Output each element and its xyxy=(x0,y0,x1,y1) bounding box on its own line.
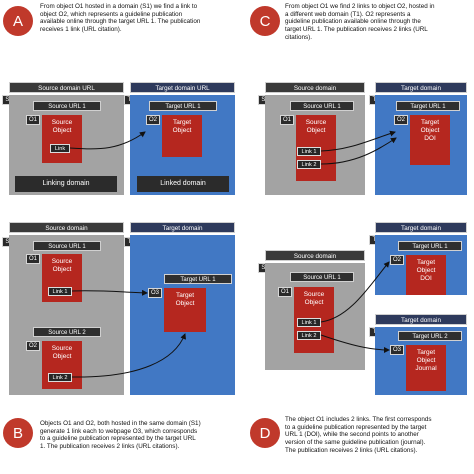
panel-c-caption: From object O1 we find 2 links to object… xyxy=(285,3,435,41)
panel-c-source-header: Source domain xyxy=(265,82,365,93)
panel-b-o1-tag: O1 xyxy=(26,254,40,264)
panel-d-source-url: Source URL 1 xyxy=(290,272,354,282)
panel-c-o2-tag: O2 xyxy=(394,115,408,125)
panel-c-target-object: Target Object DOI xyxy=(410,115,450,165)
panel-b-source-url-2: Source URL 2 xyxy=(33,327,101,337)
panel-a-linking-domain: Linking domain xyxy=(15,176,117,192)
panel-d-link-2: Link 2 xyxy=(297,331,321,340)
panel-a-source-object: Source Object xyxy=(42,115,82,163)
panel-b-o2-tag: O2 xyxy=(26,341,40,351)
panel-a-link: Link xyxy=(50,144,70,153)
panel-d-link-1: Link 1 xyxy=(297,318,321,327)
panel-c-target-header: Target domain xyxy=(375,82,467,93)
panel-b-target-object: Target Object xyxy=(164,288,206,332)
panel-b-source-header: Source domain xyxy=(9,222,124,233)
panel-d-o2-tag: O2 xyxy=(390,255,404,265)
panel-d-target-object-1: Target Object DOI xyxy=(406,255,446,295)
panel-c-o1-tag: O1 xyxy=(280,115,294,125)
panel-a-source-header: Source domain URL xyxy=(9,82,124,93)
panel-b-target-header: Target domain xyxy=(130,222,235,233)
panel-b-link-1: Link 1 xyxy=(48,287,72,296)
panel-a-caption: From object O1 hosted in a domain (S1) w… xyxy=(40,3,201,34)
panel-d-badge: D xyxy=(250,418,280,448)
panel-c-target-url: Target URL 1 xyxy=(396,101,460,111)
panel-b-link-2: Link 2 xyxy=(48,373,72,382)
panel-a-target-url: Target URL 1 xyxy=(149,101,217,111)
panel-a-o1-tag: O1 xyxy=(26,115,40,125)
panel-c-source-url: Source URL 1 xyxy=(290,101,354,111)
panel-c-badge: C xyxy=(250,6,280,36)
panel-a-target-header: Target domain URL xyxy=(130,82,235,93)
panel-d-target-header-1: Target domain xyxy=(375,222,467,233)
panel-a-source-url: Source URL 1 xyxy=(33,101,101,111)
panel-d-caption: The object O1 includes 2 links. The firs… xyxy=(285,416,432,454)
panel-b-target-url: Target URL 1 xyxy=(164,274,232,284)
panel-a-o2-tag: O2 xyxy=(146,115,160,125)
panel-d-target-url-1: Target URL 1 xyxy=(398,241,462,251)
panel-b-source-url-1: Source URL 1 xyxy=(33,241,101,251)
panel-d-target-object-2: Target Object Journal xyxy=(406,345,446,391)
panel-a-target-object: Target Object xyxy=(162,115,202,157)
panel-d-o3-tag: O3 xyxy=(390,345,404,355)
panel-d-target-url-2: Target URL 2 xyxy=(398,331,462,341)
panel-b-caption: Objects O1 and O2, both hosted in the sa… xyxy=(40,420,201,451)
panel-d-target-header-2: Target domain xyxy=(375,314,467,325)
panel-c-link-2: Link 2 xyxy=(297,160,321,169)
panel-a-badge: A xyxy=(3,6,33,36)
panel-c-link-1: Link 1 xyxy=(297,147,321,156)
panel-b-o3-tag: O3 xyxy=(148,288,162,298)
panel-d-o1-tag: O1 xyxy=(278,287,292,297)
panel-b-badge: B xyxy=(3,418,33,448)
panel-a-linked-domain: Linked domain xyxy=(137,176,229,192)
panel-d-source-header: Source domain xyxy=(265,250,365,261)
